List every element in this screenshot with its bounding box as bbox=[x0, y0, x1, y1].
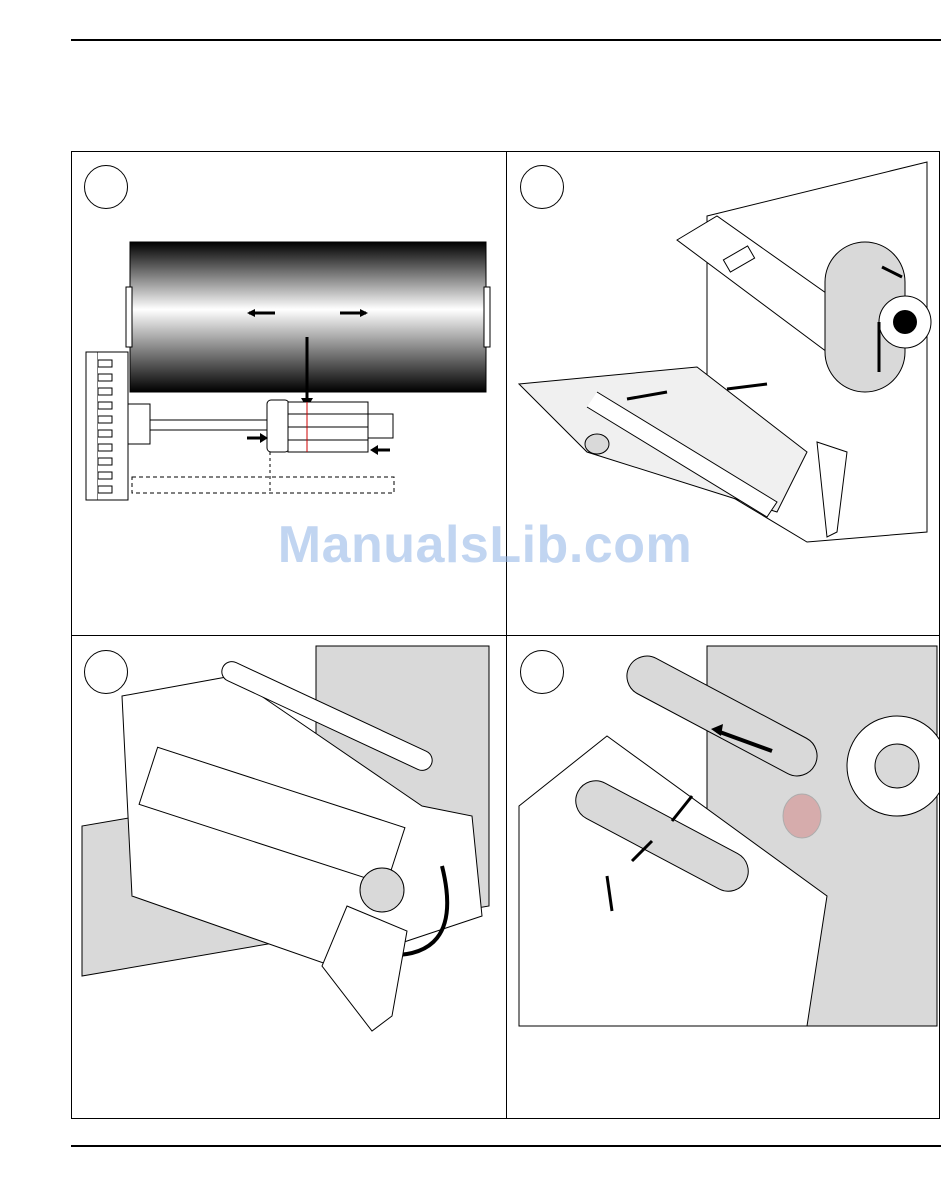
panel-3-print-mechanism-illustration bbox=[72, 636, 506, 1118]
header-rule bbox=[71, 39, 941, 41]
panel-4-ribbon-loading-illustration bbox=[507, 636, 939, 1118]
footer-rule bbox=[71, 1145, 941, 1147]
watermark: ManualsLib.com bbox=[265, 515, 705, 575]
